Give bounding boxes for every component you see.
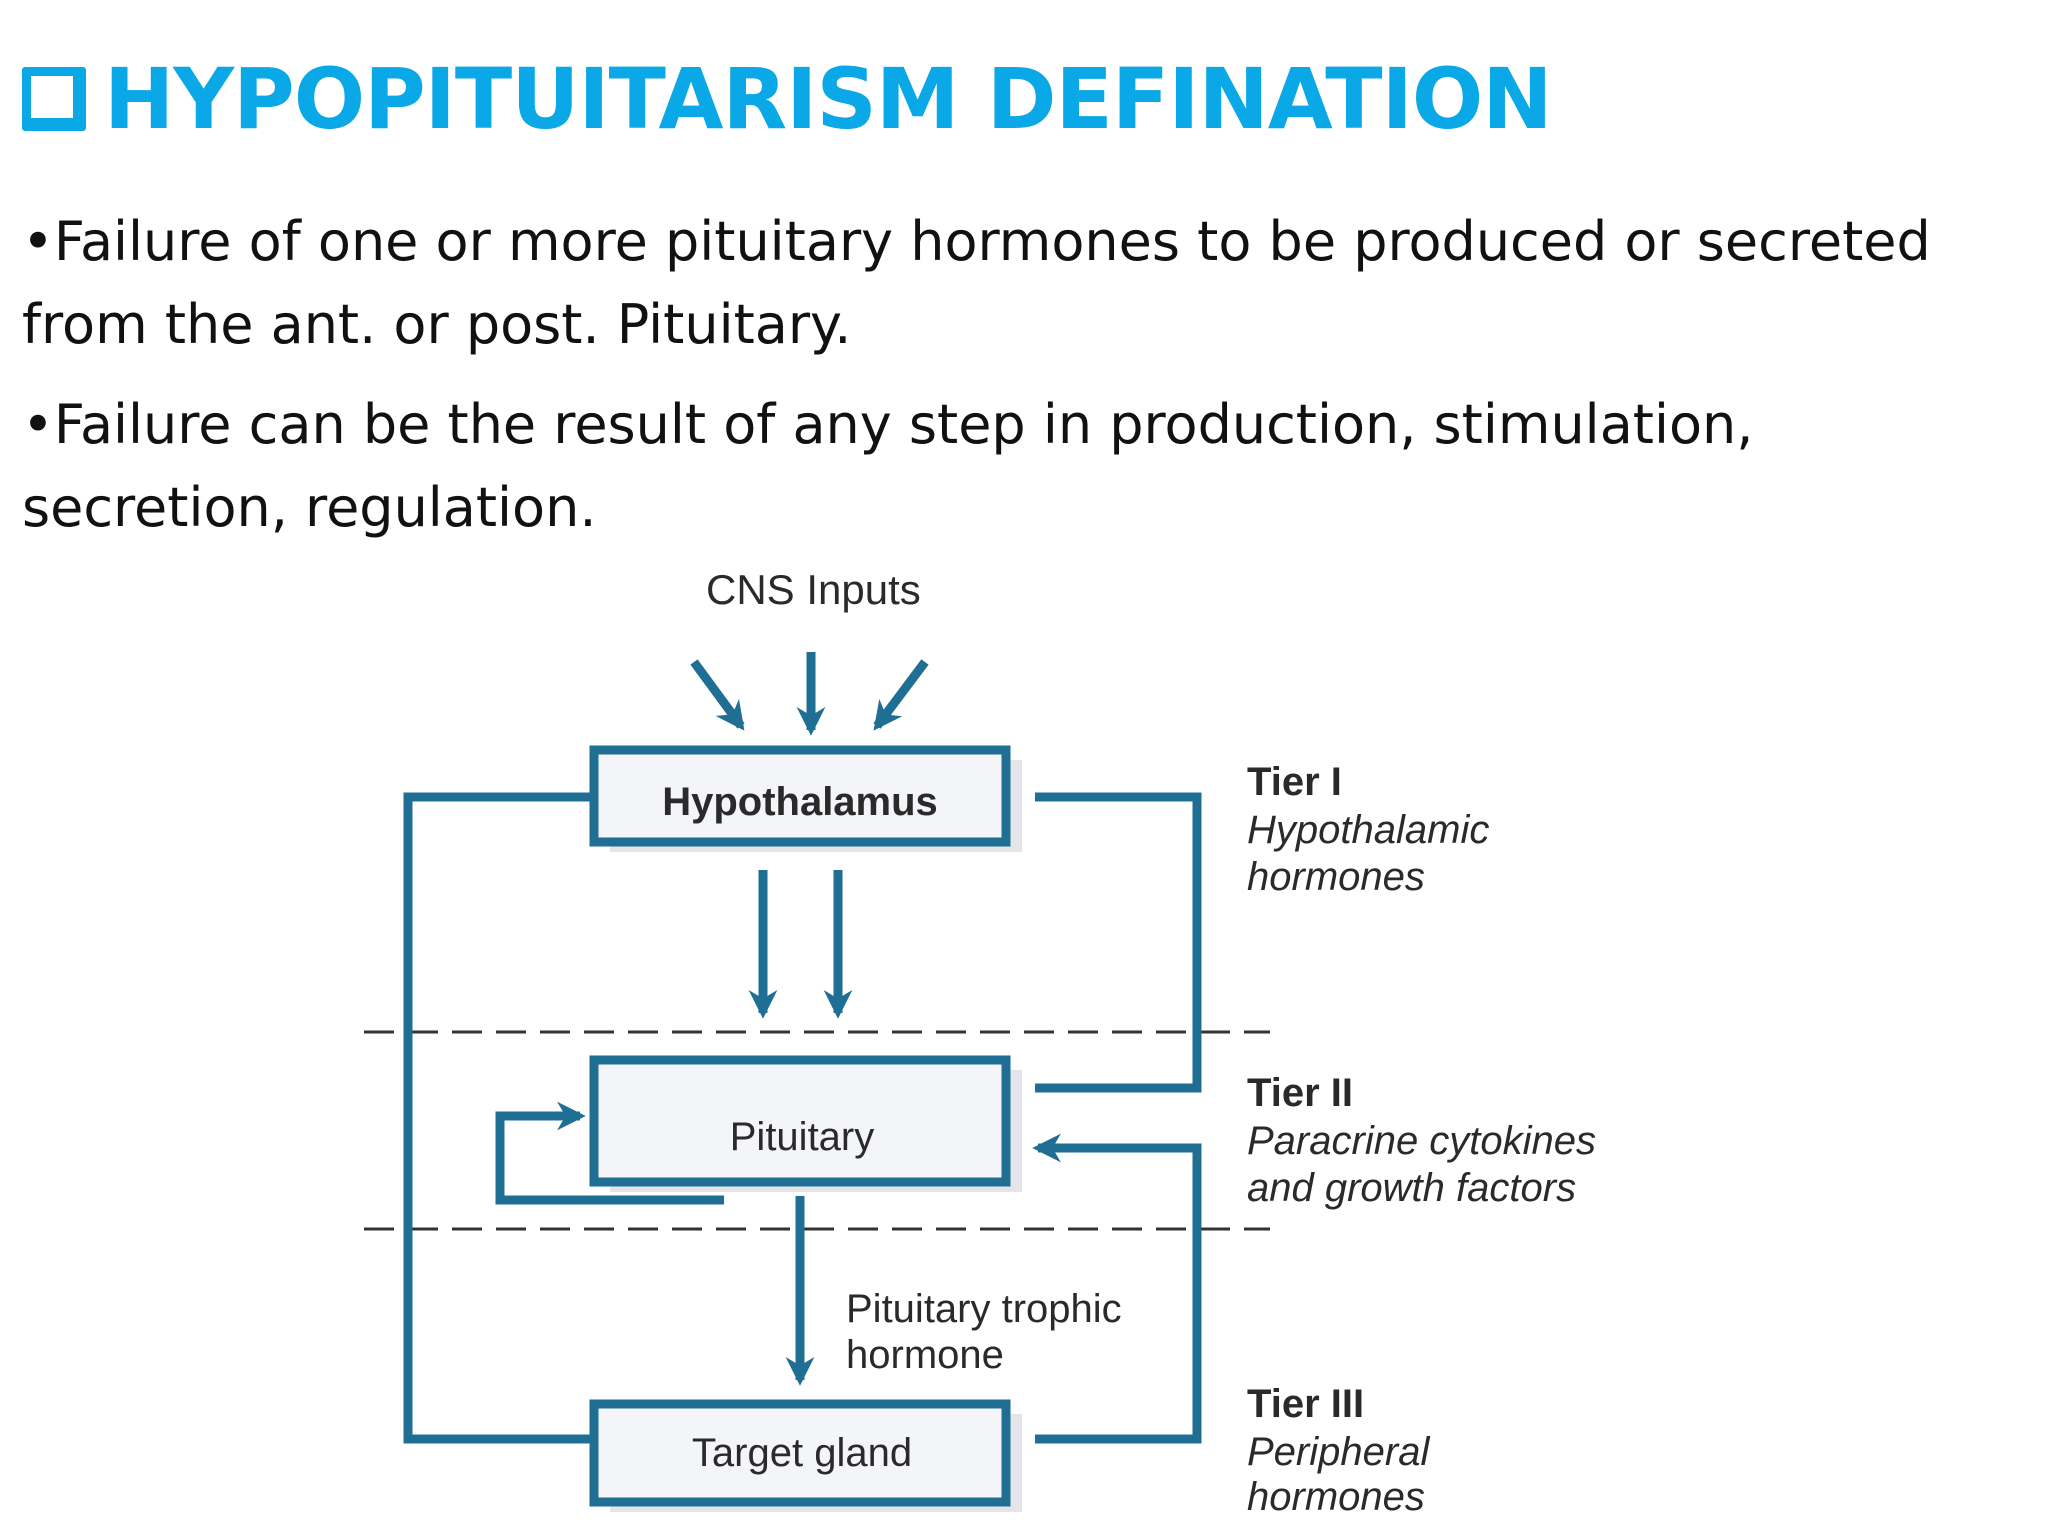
tier-2-title: Tier II	[1247, 1071, 1353, 1115]
bullet-item-2: •Failure can be the result of any step i…	[22, 383, 2032, 549]
cns-arrow-left	[690, 659, 745, 731]
cns-inputs-label: CNS Inputs	[706, 566, 921, 613]
bullet-1-line-1: Failure of one or more pituitary hormone…	[53, 210, 1931, 273]
slide-title: HYPOPITUITARISM DEFINATION	[22, 44, 1553, 154]
right-lower-loop	[1032, 1133, 1202, 1444]
bullet-item-1: •Failure of one or more pituitary hormon…	[22, 200, 2032, 366]
bullet-marker: •	[22, 393, 54, 456]
hypothalamus-label: Hypothalamus	[662, 780, 938, 824]
tier-3-desc-line-1: Peripheral	[1247, 1430, 1430, 1474]
trophic-label-line-2: hormone	[846, 1333, 1004, 1377]
left-outer-loop	[403, 792, 594, 1444]
tier-2-desc-line-1: Paracrine cytokines	[1247, 1119, 1596, 1163]
tier-3-title: Tier III	[1247, 1382, 1364, 1426]
checkbox-square-icon	[22, 67, 86, 131]
bullet-1-line-2: from the ant. or post. Pituitary.	[22, 293, 852, 356]
cns-input-arrows	[690, 652, 929, 736]
tier-1-title: Tier I	[1247, 760, 1342, 804]
trophic-label-line-1: Pituitary trophic	[846, 1287, 1122, 1331]
bullet-marker: •	[22, 210, 54, 273]
target-gland-box: Target gland	[589, 1399, 1022, 1512]
tier-1-desc-line-2: hormones	[1247, 855, 1425, 899]
cns-arrow-right	[873, 659, 929, 731]
pituitary-box: Pituitary	[589, 1055, 1022, 1192]
tier-3-desc-line-2: hormones	[1247, 1475, 1425, 1519]
bullet-2-line-1: Failure can be the result of any step in…	[53, 393, 1754, 456]
tier-1-desc-line-1: Hypothalamic	[1247, 808, 1489, 852]
right-upper-loop	[1035, 792, 1202, 1093]
pituitary-short-loop	[495, 1101, 724, 1205]
target-gland-label: Target gland	[692, 1431, 912, 1475]
tier-3-label: Tier III Peripheral hormones	[1247, 1382, 1430, 1519]
title-text: HYPOPITUITARISM DEFINATION	[104, 50, 1553, 148]
tier-2-desc-line-2: and growth factors	[1247, 1166, 1576, 1210]
tier-2-label: Tier II Paracrine cytokines and growth f…	[1247, 1071, 1596, 1210]
hypothalamus-box: Hypothalamus	[589, 745, 1022, 852]
tier-separators	[364, 1030, 1270, 1231]
pituitary-label: Pituitary	[730, 1115, 875, 1159]
bullet-2-line-2: secretion, regulation.	[22, 476, 597, 539]
tier-1-label: Tier I Hypothalamic hormones	[1247, 760, 1489, 899]
